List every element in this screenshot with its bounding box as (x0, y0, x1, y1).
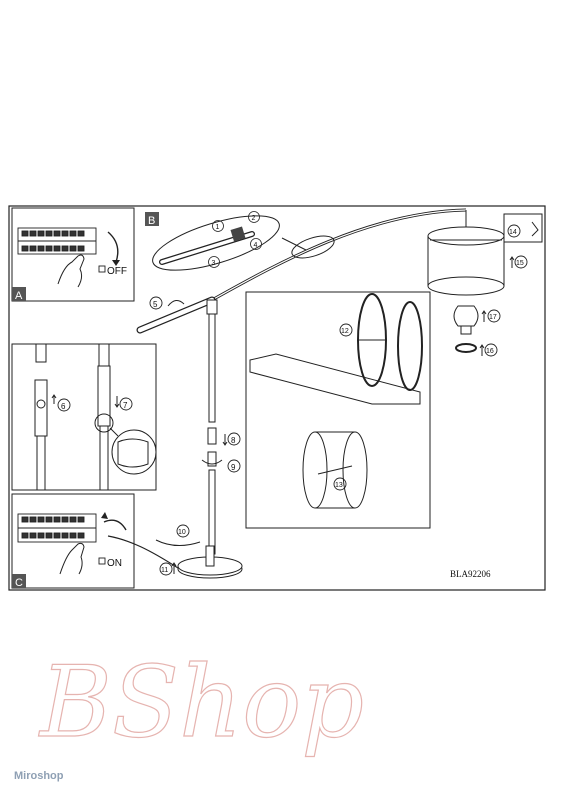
svg-text:13: 13 (335, 482, 343, 489)
svg-text:9: 9 (231, 463, 236, 472)
step-6-marker: 6 (52, 395, 70, 411)
step-16-marker: 16 (480, 344, 497, 356)
shade-ring (456, 344, 476, 352)
step-17-marker: 17 (482, 310, 500, 322)
footer-logo: Miroshop (14, 770, 64, 782)
model-code: BLA92206 (450, 569, 491, 579)
step-11-marker: 11 (160, 563, 176, 575)
step-10-marker: 10 (156, 525, 200, 546)
steps-6-7-panel: 6 7 (12, 344, 156, 490)
step-8-marker: 8 (223, 433, 240, 445)
rotate-arrow-icon (108, 232, 118, 262)
svg-text:6: 6 (61, 402, 66, 411)
svg-text:15: 15 (516, 260, 524, 267)
panel-b: B 1 2 3 4 5 (108, 205, 542, 579)
shade-detail-inset (246, 292, 430, 528)
power-strip-off (18, 228, 96, 254)
svg-text:14: 14 (509, 229, 517, 236)
lamp-shade (428, 227, 504, 295)
panel-b-letter: B (148, 215, 155, 227)
svg-text:10: 10 (178, 529, 186, 536)
step-7-marker: 7 (115, 396, 132, 410)
step-15-marker: 15 (510, 256, 527, 268)
hand-icon (60, 543, 84, 574)
watermark-logo: BShop (38, 646, 364, 760)
svg-text:12: 12 (341, 328, 349, 335)
svg-text:5: 5 (153, 300, 158, 309)
watermark-brand: BShop (38, 646, 364, 760)
off-label: OFF (107, 266, 127, 277)
arm-joint-detail: 1 2 3 4 (147, 205, 306, 282)
panel-c-letter: C (15, 577, 23, 589)
svg-text:1: 1 (216, 224, 220, 231)
step-14-marker: 14 (504, 214, 542, 242)
panel-a-letter: A (15, 290, 23, 302)
lamp-pole (207, 300, 217, 314)
svg-text:11: 11 (161, 567, 168, 574)
panel-a: A OFF (12, 208, 134, 302)
rotate-arrow-icon (104, 520, 126, 530)
panel-c: C ON (12, 494, 134, 589)
on-label: ON (107, 558, 122, 569)
svg-text:17: 17 (489, 314, 497, 321)
step-5-marker: 5 (150, 297, 184, 309)
svg-text:8: 8 (231, 436, 236, 445)
svg-text:4: 4 (254, 242, 258, 249)
svg-text:16: 16 (486, 348, 494, 355)
svg-text:7: 7 (123, 401, 128, 410)
hand-icon (58, 255, 84, 287)
svg-text:2: 2 (252, 215, 256, 222)
svg-text:3: 3 (212, 260, 216, 267)
power-strip-on (18, 514, 96, 542)
bulb-icon (454, 306, 478, 334)
